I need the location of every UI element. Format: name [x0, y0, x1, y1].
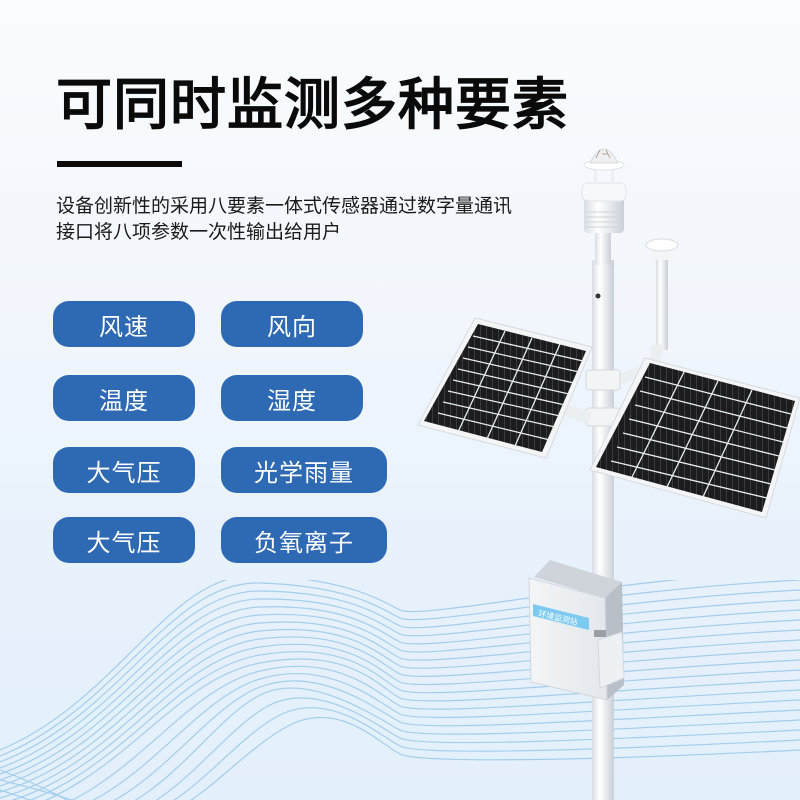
tag-temperature[interactable]: 温度: [53, 375, 195, 421]
main-pole: [592, 260, 614, 800]
page-title: 可同时监测多种要素: [56, 73, 569, 138]
control-box: 环境监测站: [528, 560, 625, 701]
solar-panel-right: [589, 357, 800, 519]
title-underline: [57, 161, 182, 167]
tag-wind-speed[interactable]: 风速: [53, 301, 195, 347]
description-line-1: 设备创新性的采用八要素一体式传感器通过数字量通讯: [56, 195, 513, 217]
tag-air-pressure-2[interactable]: 大气压: [53, 517, 195, 563]
solar-panel-left: [417, 317, 593, 459]
tag-wind-direction[interactable]: 风向: [221, 301, 363, 347]
background-wave-lines: [0, 580, 800, 800]
tag-air-pressure[interactable]: 大气压: [53, 447, 195, 493]
tag-humidity[interactable]: 湿度: [221, 375, 363, 421]
description-line-2: 接口将八项参数一次性输出给用户: [56, 221, 342, 243]
description: 设备创新性的采用八要素一体式传感器通过数字量通讯 接口将八项参数一次性输出给用户: [56, 193, 576, 245]
tag-negative-oxygen-ions[interactable]: 负氧离子: [221, 517, 387, 563]
sensor-head: [581, 148, 627, 265]
tag-optical-rainfall[interactable]: 光学雨量: [221, 447, 387, 493]
